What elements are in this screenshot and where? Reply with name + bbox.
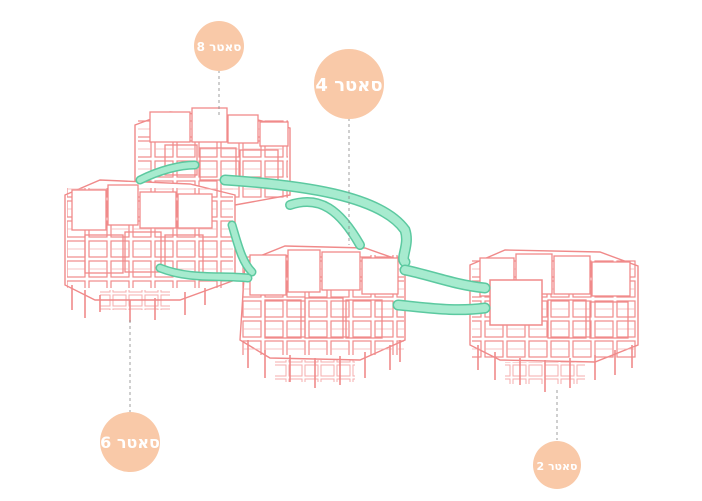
building-cluster-4: [239, 245, 406, 388]
building-cluster-2: [469, 249, 639, 392]
badge-satellite-6: 6 סאטר: [100, 412, 160, 472]
badge-satellite-4: 4 סאטר: [314, 49, 384, 119]
building-cluster-6: [64, 179, 236, 322]
label-satellite-6: 6 סאטר: [100, 433, 160, 452]
bridges: [135, 160, 491, 316]
label-satellite-4: 4 סאטר: [315, 75, 382, 96]
leader-lines: [129, 70, 558, 440]
label-satellite-2: 2 סאטר: [536, 460, 577, 473]
badge-satellite-2: 2 סאטר: [533, 441, 581, 489]
badge-satellite-8: 8 סאטר: [194, 21, 244, 71]
label-satellite-8: 8 סאטר: [197, 40, 242, 54]
